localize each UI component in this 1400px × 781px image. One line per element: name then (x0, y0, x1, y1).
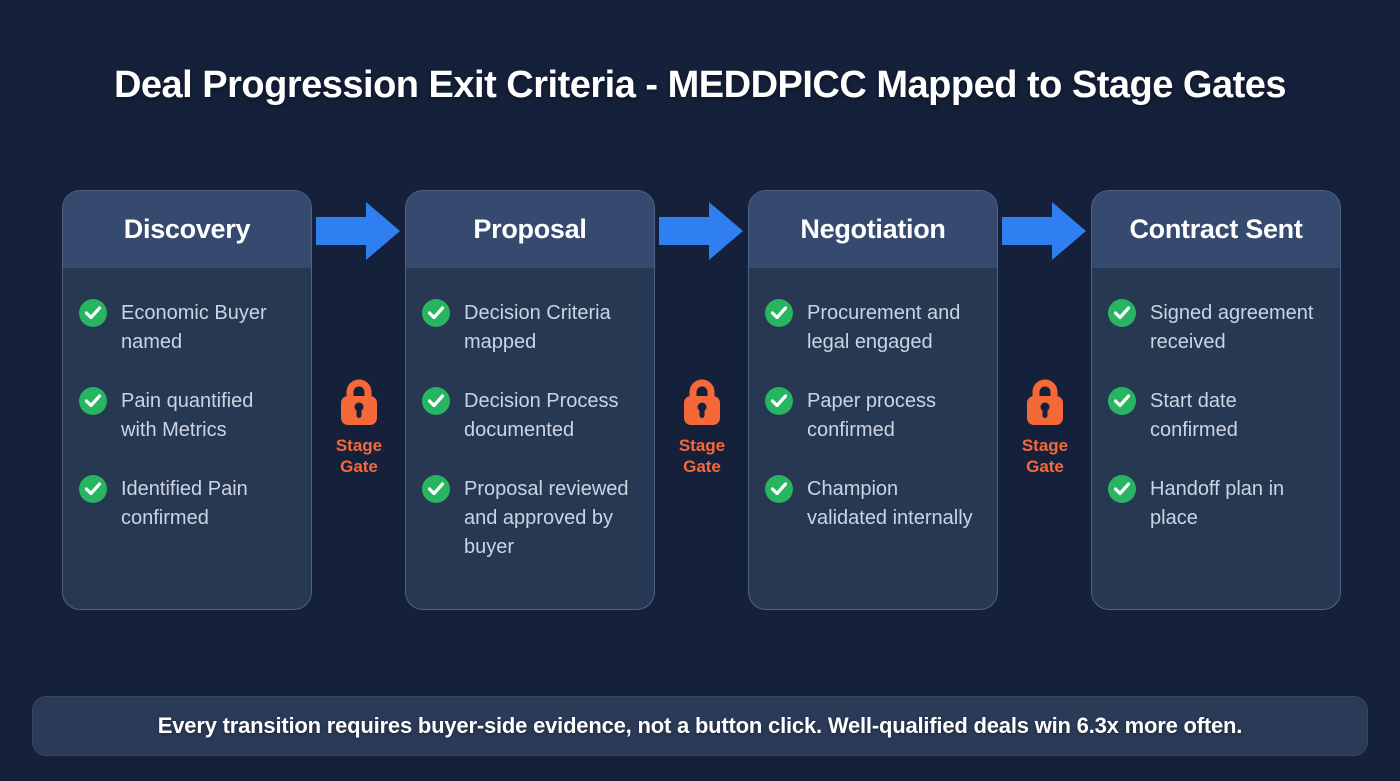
stage-gate-label: Stage Gate (678, 436, 726, 477)
stage-header: Discovery (63, 191, 311, 269)
stage-gate: Stage Gate (667, 372, 737, 478)
checklist-item: Signed agreement received (1108, 299, 1318, 357)
checklist-item: Economic Buyer named (79, 299, 289, 357)
check-icon (765, 387, 793, 415)
checklist-item: Decision Process documented (422, 387, 632, 445)
stage-header: Contract Sent (1092, 191, 1340, 269)
check-icon (765, 299, 793, 327)
lock-icon (684, 379, 720, 425)
checklist-item: Decision Criteria mapped (422, 299, 632, 357)
stage-checklist: Economic Buyer named Pain quantified wit… (63, 269, 311, 533)
arrow-right-icon (1002, 202, 1086, 260)
checklist-item: Procurement and legal engaged (765, 299, 975, 357)
stage-gate: Stage Gate (324, 372, 394, 478)
check-icon (1108, 299, 1136, 327)
stage-header: Negotiation (749, 191, 997, 269)
checklist-item-label: Decision Criteria mapped (464, 302, 611, 353)
checklist-item: Champion validated internally (765, 475, 975, 533)
footer-banner-text: Every transition requires buyer-side evi… (157, 713, 1243, 738)
stage-title: Discovery (123, 214, 251, 244)
checklist-item-label: Handoff plan in place (1150, 478, 1285, 529)
checklist-item-label: Decision Process documented (464, 390, 619, 441)
checklist-item-label: Start date confirmed (1150, 390, 1238, 441)
checklist-item: Proposal reviewed and approved by buyer (422, 475, 632, 562)
check-icon (765, 475, 793, 503)
checklist-item: Paper process confirmed (765, 387, 975, 445)
checklist-item: Identified Pain confirmed (79, 475, 289, 533)
arrow-right-icon (316, 202, 400, 260)
check-icon (1108, 387, 1136, 415)
page-title: Deal Progression Exit Criteria - MEDDPIC… (113, 64, 1287, 106)
checklist-item-label: Pain quantified with Metrics (121, 390, 254, 441)
check-icon (422, 475, 450, 503)
check-icon (79, 387, 107, 415)
lock-icon (1027, 379, 1063, 425)
check-icon (79, 475, 107, 503)
arrow-right-icon (659, 202, 743, 260)
checklist-item-label: Procurement and legal engaged (807, 302, 961, 353)
checklist-item-label: Proposal reviewed and approved by buyer (464, 478, 629, 558)
checklist-item: Start date confirmed (1108, 387, 1318, 445)
stage-checklist: Procurement and legal engaged Paper proc… (749, 269, 997, 533)
check-icon (422, 299, 450, 327)
check-icon (79, 299, 107, 327)
lock-icon (341, 379, 377, 425)
stage-gate: Stage Gate (1010, 372, 1080, 478)
checklist-item: Pain quantified with Metrics (79, 387, 289, 445)
checklist-item-label: Paper process confirmed (807, 390, 936, 441)
check-icon (422, 387, 450, 415)
stage-title: Contract Sent (1129, 214, 1303, 244)
checklist-item: Handoff plan in place (1108, 475, 1318, 533)
stage-checklist: Decision Criteria mapped Decision Proces… (406, 269, 654, 562)
stage-card-contract-sent: Contract Sent Signed agreement received … (1091, 190, 1341, 610)
stage-gate-label: Stage Gate (335, 436, 383, 477)
stage-checklist: Signed agreement received Start date con… (1092, 269, 1340, 533)
stage-title: Proposal (473, 214, 587, 244)
checklist-item-label: Identified Pain confirmed (121, 478, 248, 529)
checklist-item-label: Signed agreement received (1150, 302, 1314, 353)
check-icon (1108, 475, 1136, 503)
stage-card-negotiation: Negotiation Procurement and legal engage… (748, 190, 998, 610)
stage-card-discovery: Discovery Economic Buyer named Pain quan… (62, 190, 312, 610)
footer-banner: Every transition requires buyer-side evi… (32, 696, 1368, 756)
stage-title: Negotiation (800, 214, 946, 244)
checklist-item-label: Champion validated internally (807, 478, 973, 529)
stage-gate-label: Stage Gate (1021, 436, 1069, 477)
checklist-item-label: Economic Buyer named (121, 302, 267, 353)
stage-card-proposal: Proposal Decision Criteria mapped Decisi… (405, 190, 655, 610)
stage-header: Proposal (406, 191, 654, 269)
